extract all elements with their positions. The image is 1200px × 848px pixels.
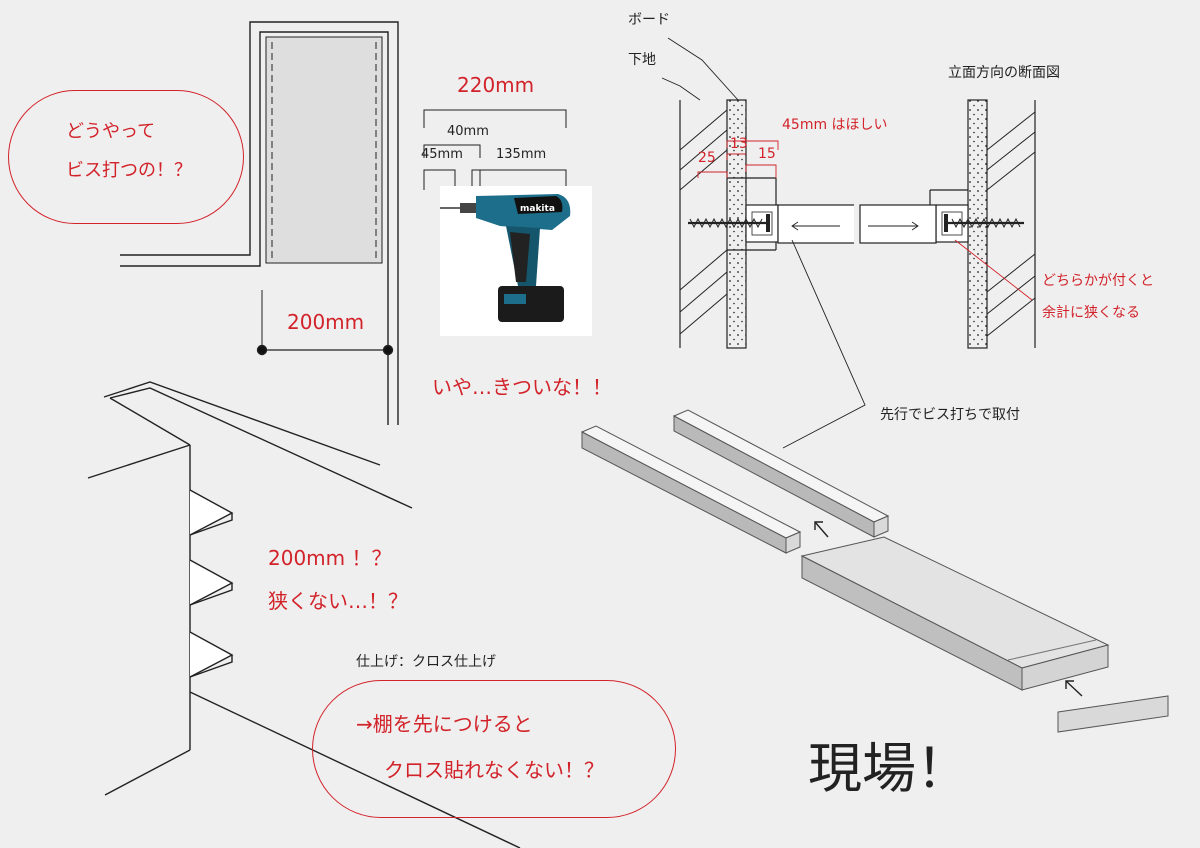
screw-icon <box>944 214 1024 232</box>
pre-screw-note: 先行でビス打ちで取付 <box>880 407 1020 423</box>
need-45mm-note: 45mm はほしい <box>782 117 888 133</box>
shelf-assembly-3d <box>580 409 1169 733</box>
narrow-line2: 狭くない…！？ <box>268 589 408 613</box>
bubble-top-line2: ビス打つの！？ <box>66 160 192 181</box>
dim-25: 25 <box>698 150 716 166</box>
tool-45-label: 45mm <box>421 147 463 162</box>
speech-bubble-bottom <box>312 680 676 818</box>
section-title: 立面方向の断面図 <box>948 65 1060 81</box>
svg-text:makita: makita <box>520 204 555 214</box>
perspective-niche <box>87 381 521 848</box>
finish-note: 仕上げ：クロス仕上げ <box>356 654 496 670</box>
section-drawing <box>661 37 1036 449</box>
tool-total-length: 220mm <box>457 73 535 97</box>
bubble-top-line1: どうやって <box>66 121 156 142</box>
width-200-label: 200mm <box>287 310 365 334</box>
tight-exclamation: いや…きついな！！ <box>432 375 612 399</box>
arrow-icon <box>814 521 1083 697</box>
base-label: 下地 <box>628 52 656 68</box>
screw-icon <box>688 214 770 232</box>
tool-dimension-lines <box>423 109 567 190</box>
narrower-note-line1: どちらかが付くと <box>1042 273 1154 289</box>
narrow-line1: 200mm ！？ <box>268 546 392 570</box>
speech-bubble-top <box>8 90 244 224</box>
impact-driver-icon: makita <box>426 194 571 322</box>
board-label: ボード <box>628 12 670 28</box>
niche-plan <box>120 21 399 425</box>
dim-15: 15 <box>758 146 776 162</box>
bubble-bottom-line1: →棚を先につけると <box>356 712 533 736</box>
genba-heading: 現場！ <box>808 737 970 800</box>
dim-13: 13 <box>730 136 748 152</box>
narrower-note-line2: 余計に狭くなる <box>1042 305 1140 321</box>
impact-driver-photo: makita <box>426 186 592 336</box>
tool-135-label: 135mm <box>496 147 547 162</box>
bubble-bottom-line2: クロス貼れなくない！？ <box>384 758 604 782</box>
tool-40-label: 40mm <box>447 124 489 139</box>
